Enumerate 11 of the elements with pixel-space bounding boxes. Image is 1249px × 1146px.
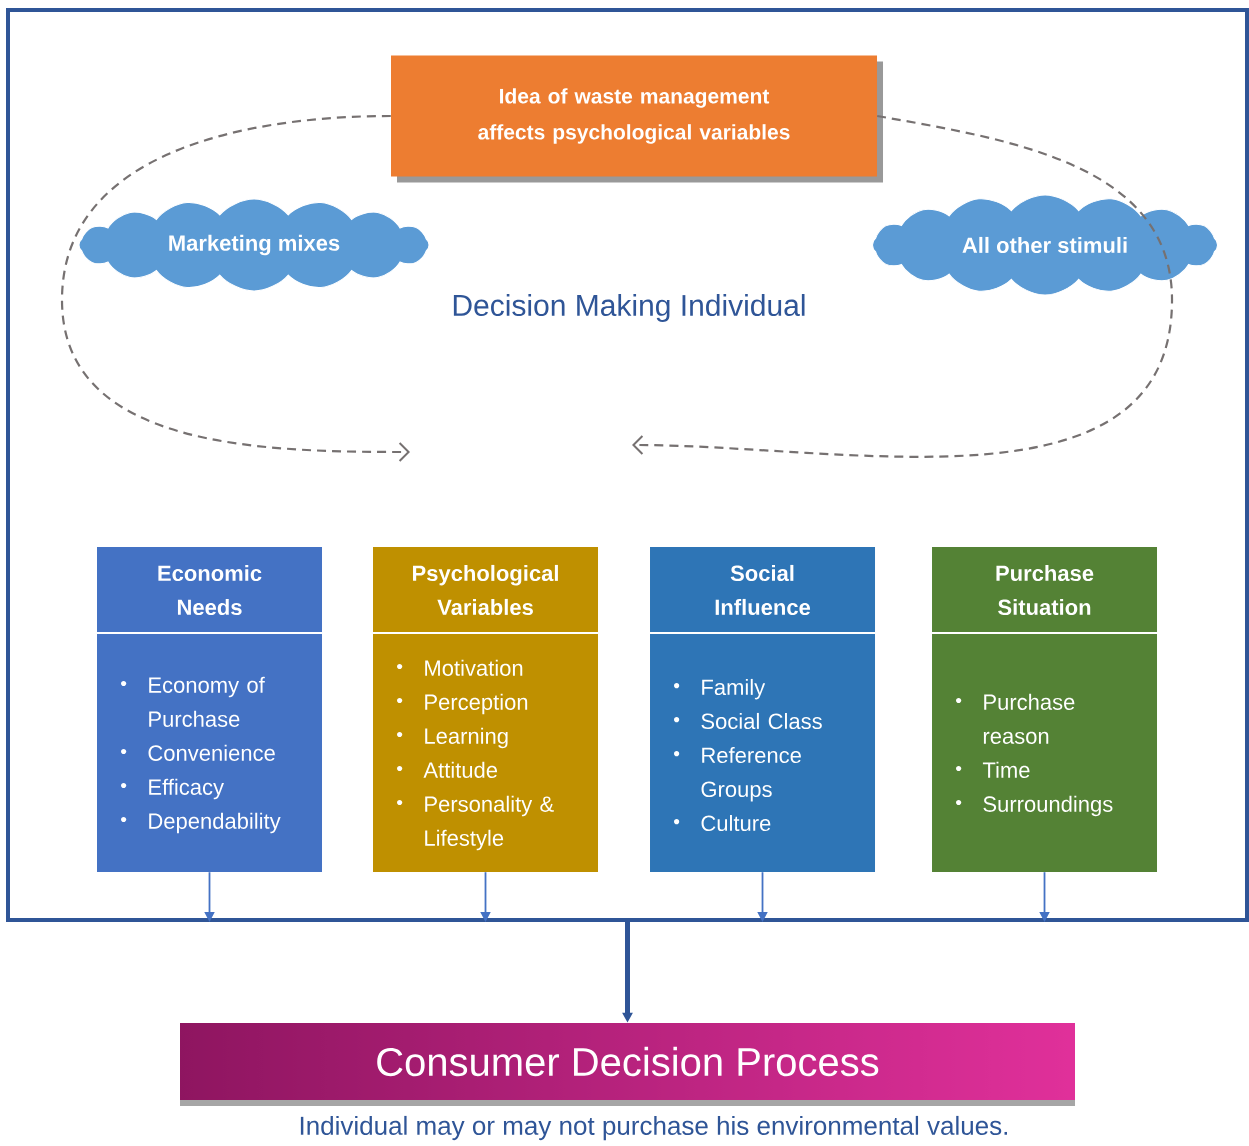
category-box: Psychological Variables Motivation Perception Learning Attitude Personality & Lifestyle — [372, 547, 599, 872]
caption: Individual may or may not purchase his environmental values. — [300, 1115, 1007, 1141]
category-box: Purchase Situation Purchase reason Time Surroundings — [931, 547, 1158, 872]
arrow — [60, 114, 410, 462]
stimulus-cloud: All other stimuli — [872, 194, 1218, 296]
stimulus-cloud: Marketing mixes — [78, 198, 430, 292]
arrow — [632, 114, 1174, 458]
process-box: Consumer Decision Process — [180, 1023, 1075, 1106]
idea-box: Idea of waste management affects psychological variables — [391, 55, 883, 183]
category-box: Social Influence Family Social Class Reference Groups Culture — [649, 547, 876, 872]
category-box: Economic Needs Economy of Purchase Convenience Efficacy Dependability — [96, 547, 323, 872]
